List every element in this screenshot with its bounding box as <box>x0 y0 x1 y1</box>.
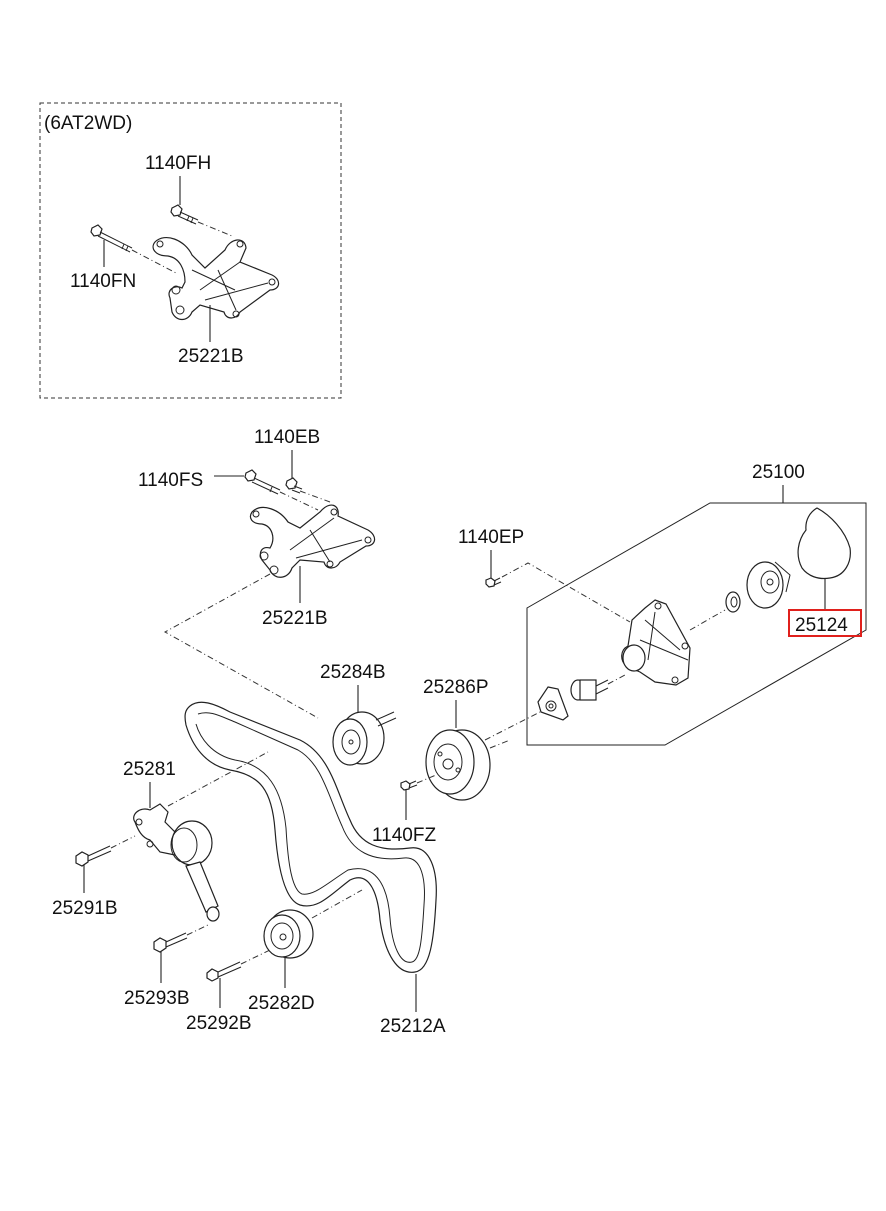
bolt-1140fn-icon[interactable] <box>90 224 133 253</box>
idler-pulley-25282d-icon[interactable] <box>263 909 314 959</box>
label-1140fs[interactable]: 1140FS <box>138 470 203 491</box>
label-1140fh[interactable]: 1140FH <box>145 153 211 174</box>
tensioner-group: 25281 <box>123 751 269 922</box>
dash-1140fs <box>279 491 319 511</box>
inset-box-6at2wd: (6AT2WD) 1140FH 1140FN <box>39 102 342 399</box>
bracket-25221b-icon[interactable] <box>249 504 376 578</box>
dash-shaft <box>607 674 626 685</box>
gasket-25124-icon[interactable] <box>797 507 851 580</box>
label-25281[interactable]: 25281 <box>123 759 176 780</box>
label-25221b[interactable]: 25221B <box>262 608 328 629</box>
bolt-1140eb-icon[interactable] <box>285 477 303 494</box>
label-1140fz[interactable]: 1140FZ <box>372 825 436 846</box>
bracket-25221b-inset-icon[interactable] <box>152 237 280 321</box>
water-pump-housing-icon[interactable] <box>621 599 691 686</box>
bolt-25293b-icon[interactable] <box>153 932 188 953</box>
label-25212a[interactable]: 25212A <box>380 1016 446 1037</box>
dash-pulley <box>489 739 511 749</box>
dash-1140fh <box>197 221 233 237</box>
bolt-25292b-icon[interactable] <box>206 961 242 982</box>
highlight-box-25124 <box>788 609 862 637</box>
label-1140eb[interactable]: 1140EB <box>254 427 320 448</box>
label-25292b[interactable]: 25292B <box>186 1013 252 1034</box>
label-1140fn[interactable]: 1140FN <box>70 271 136 292</box>
bolt-1140ep-icon[interactable] <box>485 577 502 588</box>
label-25124[interactable]: 25124 <box>795 615 848 636</box>
dash-seal <box>689 609 726 631</box>
dash-25292b <box>240 949 271 965</box>
bearing-shaft-icon[interactable] <box>570 679 609 701</box>
label-25221b-inset[interactable]: 25221B <box>178 346 244 367</box>
bolt-25291b-icon[interactable] <box>75 845 112 867</box>
label-1140ep[interactable]: 1140EP <box>458 527 524 548</box>
dash-flange <box>484 711 541 741</box>
dash-1140ep <box>501 562 631 623</box>
tensioner-25281-icon[interactable] <box>133 803 220 922</box>
inset-caption: (6AT2WD) <box>44 113 132 134</box>
label-25286p[interactable]: 25286P <box>423 677 489 698</box>
dash-25282d <box>311 889 363 919</box>
dash-25293b <box>186 923 211 936</box>
dash-1140fz <box>416 774 437 784</box>
label-25293b[interactable]: 25293B <box>124 988 190 1009</box>
drive-belt-25212a-icon[interactable] <box>184 701 437 973</box>
main-bracket-group: 1140EB 1140FS 25221B <box>138 427 376 719</box>
dash-25281 <box>167 751 269 807</box>
label-25291b[interactable]: 25291B <box>52 898 118 919</box>
dash-25291b <box>110 835 136 849</box>
impeller-icon[interactable] <box>746 561 791 609</box>
dash-bracket-to-pulley <box>163 573 319 719</box>
label-25100[interactable]: 25100 <box>752 462 805 483</box>
assembly-25100-boundary <box>526 502 867 746</box>
idler-pulley-25284b-icon[interactable] <box>332 711 397 766</box>
dash-1140fn <box>131 249 179 275</box>
seal-icon[interactable] <box>725 591 741 613</box>
pulley-group: 25284B 25286P 1140FZ <box>320 662 511 846</box>
pump-flange-icon[interactable] <box>537 686 569 721</box>
bolt-1140fh-icon[interactable] <box>170 204 199 225</box>
dash-1140eb <box>299 490 331 503</box>
water-pump-assembly-group: 25100 1140EP 25124 <box>458 462 867 746</box>
inset-dashed-border <box>39 102 342 399</box>
label-25282d[interactable]: 25282D <box>248 993 315 1014</box>
bolt-1140fz-icon[interactable] <box>400 780 418 791</box>
water-pump-pulley-25286p-icon[interactable] <box>425 729 491 801</box>
label-25284b[interactable]: 25284B <box>320 662 386 683</box>
bolt-1140fs-icon[interactable] <box>244 469 281 495</box>
